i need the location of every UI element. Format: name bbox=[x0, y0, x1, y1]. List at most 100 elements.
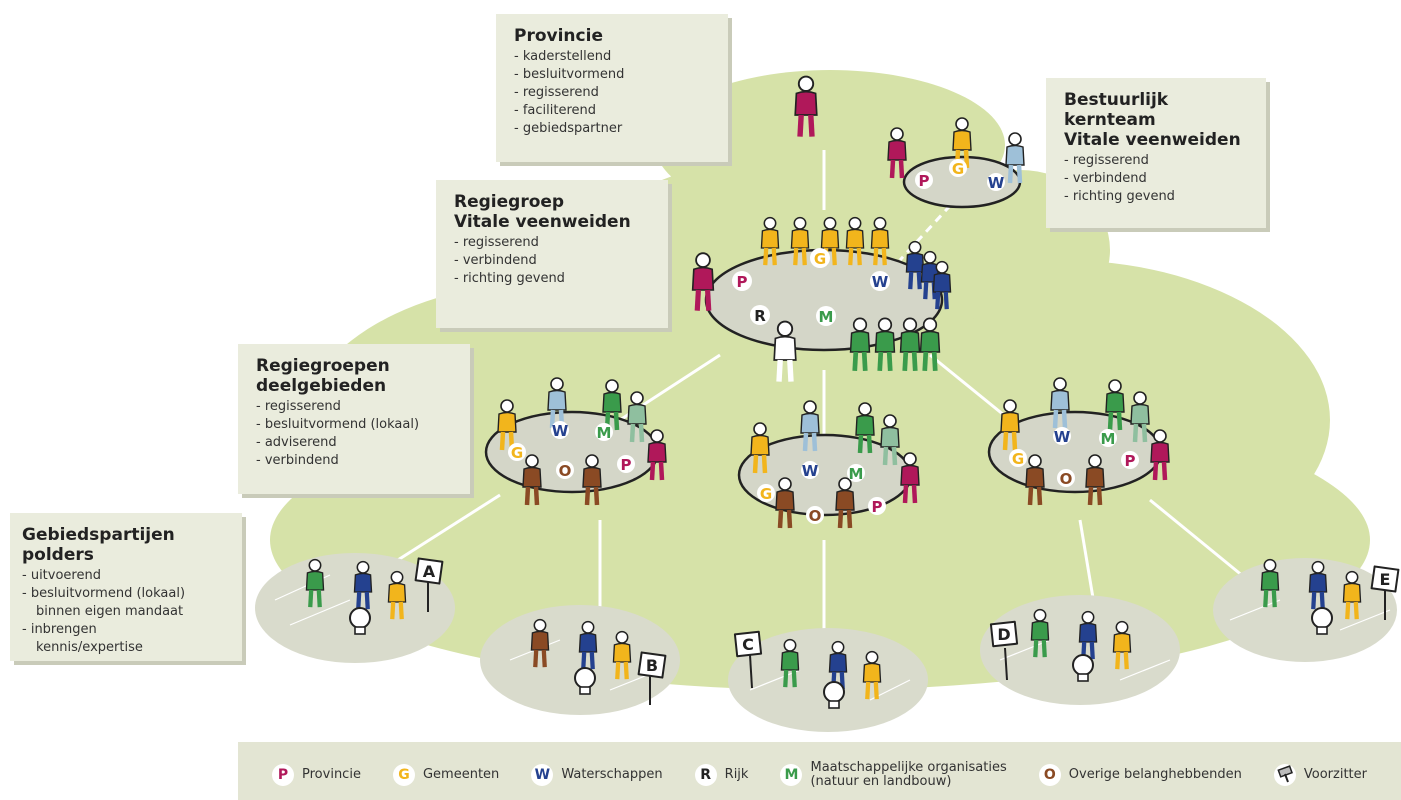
svg-text:A: A bbox=[423, 562, 436, 581]
tag-w-d3: W bbox=[1054, 428, 1071, 446]
box-gebiedspartijen: Gebiedspartijen polders uitvoerend beslu… bbox=[10, 513, 242, 661]
legend-label: Waterschappen bbox=[561, 767, 663, 782]
person-figure bbox=[647, 429, 667, 481]
gemeenten-letter-icon: G bbox=[392, 764, 415, 786]
sign-e: E bbox=[1370, 565, 1400, 620]
box-item: verbindend bbox=[256, 452, 456, 470]
box-list: regisserend verbindend richting gevend bbox=[1064, 152, 1252, 206]
sign-c: C bbox=[733, 630, 763, 689]
person-figure bbox=[900, 452, 920, 504]
table-letter-tags: P G W P G W R M W M G O P W M G O P W M … bbox=[508, 159, 1139, 525]
legend-label: Voorzitter bbox=[1303, 767, 1367, 782]
person-figure bbox=[1105, 379, 1125, 431]
sign-b: B bbox=[637, 651, 667, 705]
box-title: Regiegroep Vitale veenweiden bbox=[454, 192, 631, 232]
tag-m-d2: M bbox=[849, 465, 864, 483]
legend-label: Gemeenten bbox=[422, 767, 500, 782]
person-figure bbox=[919, 317, 941, 372]
person-figure bbox=[905, 240, 925, 290]
box-item: verbindend bbox=[1064, 170, 1252, 188]
box-item: richting gevend bbox=[1064, 188, 1252, 206]
tag-g-d1: G bbox=[511, 444, 523, 462]
person-figure bbox=[790, 216, 810, 266]
person-figure bbox=[612, 630, 632, 680]
polder-fields bbox=[255, 553, 1397, 732]
box-item: uitvoerend bbox=[22, 567, 228, 585]
person-figure bbox=[845, 216, 865, 266]
person-figure bbox=[794, 75, 818, 137]
sign-d: D bbox=[989, 620, 1019, 681]
person-figure bbox=[530, 618, 550, 668]
tag-p-d3: P bbox=[1125, 452, 1136, 470]
box-regiegroep: Regiegroep Vitale veenweiden regisserend… bbox=[436, 180, 668, 328]
person-figure bbox=[887, 127, 907, 179]
box-item: gebiedspartner bbox=[514, 120, 714, 138]
gavel-icon bbox=[1273, 764, 1296, 786]
box-item: inbrengen kennis/expertise bbox=[22, 621, 228, 657]
box-item: besluitvormend bbox=[514, 66, 714, 84]
svg-text:B: B bbox=[646, 656, 658, 675]
maatschappelijk-letter-icon: M bbox=[780, 764, 803, 786]
box-item: besluitvormend (lokaal) binnen eigen man… bbox=[22, 585, 228, 621]
person-figure bbox=[578, 620, 598, 670]
person-figure bbox=[1085, 454, 1105, 506]
tag-w-kernteam: W bbox=[988, 174, 1005, 192]
person-figure bbox=[773, 320, 797, 382]
lightbulb-icon bbox=[823, 681, 845, 709]
tag-m-regie: M bbox=[819, 308, 834, 326]
person-figure bbox=[775, 477, 795, 529]
tag-g-kernteam: G bbox=[952, 160, 964, 178]
lightbulb-icon bbox=[1072, 654, 1094, 682]
box-item: kaderstellend bbox=[514, 48, 714, 66]
person-figure bbox=[880, 414, 900, 466]
box-list: kaderstellend besluitvormend regisserend… bbox=[514, 48, 714, 138]
legend-item-rijk: R Rijk bbox=[694, 764, 748, 786]
person-figure bbox=[627, 391, 647, 443]
tag-g-d3: G bbox=[1012, 450, 1024, 468]
tag-p-kernteam: P bbox=[919, 172, 930, 190]
tag-p-d2: P bbox=[872, 498, 883, 516]
person-figure bbox=[691, 252, 715, 311]
legend-label: Maatschappelijke organisaties (natuur en… bbox=[810, 760, 1007, 789]
svg-text:D: D bbox=[997, 625, 1010, 644]
lightbulb-icon bbox=[1311, 607, 1333, 635]
person-figure bbox=[1005, 132, 1025, 184]
person-figure bbox=[862, 650, 882, 700]
svg-text:C: C bbox=[742, 635, 754, 654]
person-figure bbox=[874, 317, 896, 372]
waterschappen-letter-icon: W bbox=[531, 764, 554, 786]
box-item: faciliterend bbox=[514, 102, 714, 120]
person-figure bbox=[855, 402, 875, 454]
tag-g-d2: G bbox=[760, 485, 772, 503]
legend-label: Provincie bbox=[302, 767, 361, 782]
person-figure bbox=[1000, 399, 1020, 451]
tag-r-regie: R bbox=[754, 307, 766, 325]
person-figure bbox=[835, 477, 855, 529]
box-list: regisserend besluitvormend (lokaal) advi… bbox=[256, 398, 456, 470]
box-list: regisserend verbindend richting gevend bbox=[454, 234, 654, 288]
legend-item-maatschappelijk: M Maatschappelijke organisaties (natuur … bbox=[780, 760, 1007, 789]
tag-p-d1: P bbox=[621, 456, 632, 474]
lightbulb-icons bbox=[349, 607, 1333, 709]
person-figure bbox=[1260, 558, 1280, 608]
tag-p-regie: P bbox=[737, 273, 748, 291]
legend-label: Overige belanghebbenden bbox=[1068, 767, 1242, 782]
person-figure bbox=[849, 317, 871, 372]
box-title: Gebiedspartijen polders bbox=[22, 525, 175, 565]
legend-item-voorzitter: Voorzitter bbox=[1273, 764, 1367, 786]
box-deelgebieden: Regiegroepen deelgebieden regisserend be… bbox=[238, 344, 470, 494]
person-figure bbox=[522, 454, 542, 506]
person-figure bbox=[1025, 454, 1045, 506]
box-title: Provincie bbox=[514, 26, 603, 46]
person-figure bbox=[305, 558, 325, 608]
person-figure bbox=[760, 216, 780, 266]
person-figure bbox=[547, 377, 567, 429]
person-figure bbox=[1130, 391, 1150, 443]
svg-text:E: E bbox=[1380, 570, 1391, 589]
person-figure bbox=[497, 399, 517, 451]
tag-w-d2: W bbox=[802, 462, 819, 480]
tag-w-regie: W bbox=[872, 273, 889, 291]
person-figure bbox=[1112, 620, 1132, 670]
person-figure bbox=[932, 260, 952, 310]
